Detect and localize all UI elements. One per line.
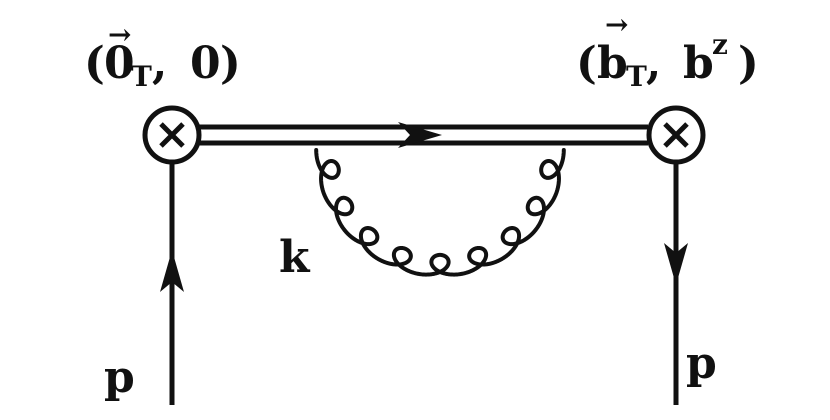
- right-second-coord: b: [683, 38, 714, 89]
- gluon-propagator: [314, 148, 566, 277]
- left-quark-momentum-label: p: [104, 352, 135, 403]
- gluon-momentum-label: k: [279, 232, 311, 283]
- left-separator: ,: [152, 38, 167, 89]
- right-vector-letter: b: [597, 38, 628, 89]
- right-vertex-label: ( b → T , b z ): [576, 8, 759, 93]
- left-vector-letter: 0: [104, 38, 135, 89]
- wilson-line-arrow: [398, 122, 442, 148]
- right-vector-arrow: →: [605, 8, 628, 41]
- left-vertex-label: ( 0 → T , 0 ): [84, 18, 241, 93]
- left-vector-arrow: →: [108, 18, 131, 51]
- wilson-line: [195, 124, 648, 146]
- right-paren-close: ): [738, 38, 759, 89]
- right-quark-momentum-label: p: [686, 338, 717, 389]
- left-quark-arrow: [160, 250, 184, 292]
- right-separator: ,: [646, 38, 661, 89]
- right-vertex: [646, 105, 706, 165]
- left-paren-close: ): [220, 38, 241, 89]
- right-paren-open: (: [576, 38, 597, 89]
- left-vertex: [142, 105, 202, 165]
- left-paren-open: (: [84, 38, 105, 89]
- left-subscript: T: [131, 60, 152, 93]
- right-superscript: z: [712, 28, 728, 61]
- right-subscript: T: [626, 60, 647, 93]
- left-second-coord: 0: [190, 38, 221, 89]
- right-quark-arrow: [664, 243, 688, 285]
